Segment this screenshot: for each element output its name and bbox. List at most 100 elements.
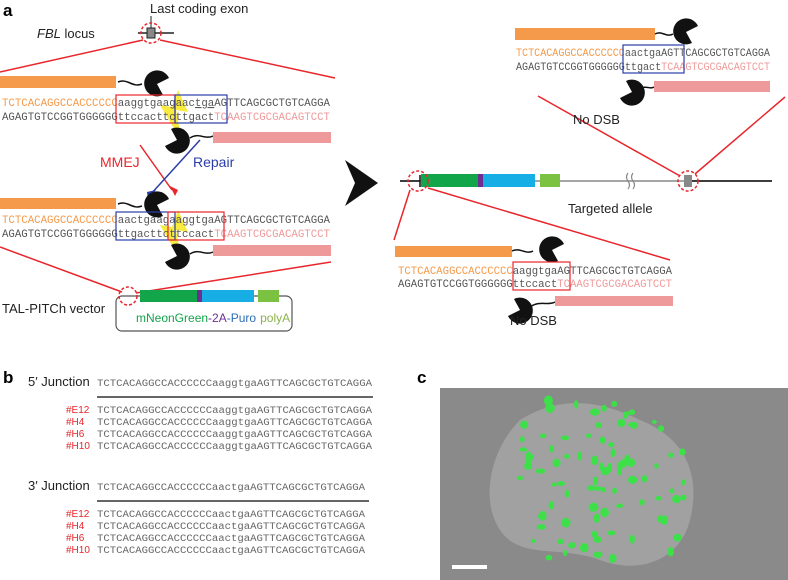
transition-arrow-icon xyxy=(345,160,378,206)
zoom-line xyxy=(0,246,123,293)
sequence-segment: TCTCACAGGCCACCCCCC xyxy=(516,48,625,60)
exon-box xyxy=(684,175,692,187)
sequence-top-strand: TCTCACAGGCCACCCCCCaaggtgaagaactgaAGTTCAG… xyxy=(2,98,330,110)
sequence-top-strand: TCTCACAGGCCACCCCCCaactgaagaaggtgaAGTTCAG… xyxy=(2,215,330,227)
fluorescent-dot xyxy=(669,488,675,494)
fluorescent-dot xyxy=(658,425,665,432)
fluorescent-dot xyxy=(654,496,663,501)
fluorescent-dot xyxy=(551,482,557,487)
fluorescent-dot xyxy=(520,420,529,429)
puro-segment xyxy=(483,174,535,187)
sequence-segment: TCTCACAGGCCACCCCCC xyxy=(398,266,513,278)
fluorescent-dot xyxy=(651,419,657,424)
right-arm-bar xyxy=(555,296,673,306)
talen-icon xyxy=(165,127,190,154)
vector-zoom-circle xyxy=(118,286,138,306)
left-arm-bar xyxy=(395,246,512,257)
targeted-allele-label: Targeted allele xyxy=(568,201,653,216)
talen-icon xyxy=(144,191,169,218)
zoom-circle-5prime xyxy=(407,170,429,192)
puro-segment xyxy=(202,290,254,302)
talen-linker xyxy=(117,80,143,86)
talen-linker xyxy=(529,301,556,308)
fluorescent-dot xyxy=(600,466,611,476)
locus-label: FBL locus xyxy=(37,26,95,41)
fluorescent-dot xyxy=(672,494,681,504)
sequence-segment: AGAGTGTCCGGTGGGGGG xyxy=(2,229,118,241)
talen-linker xyxy=(511,249,534,253)
panel-c-label: c xyxy=(417,368,426,387)
sequence-bottom-strand: AGAGTGTCCGGTGGGGGGttgactTCAAGTCGCGACAGTC… xyxy=(516,62,770,74)
fluorescent-dot xyxy=(617,465,622,476)
fluorescent-dot xyxy=(680,494,687,501)
zoom-circle-3prime xyxy=(677,170,699,192)
sequence-top-strand: TCTCACAGGCCACCCCCCaaggtgaAGTTCAGCGCTGTCA… xyxy=(398,266,672,278)
zoom-line xyxy=(537,95,681,177)
sequence-segment: aaggtgaAGTTCAGCGCTGTCAGGA xyxy=(513,266,673,278)
p2a-segment xyxy=(478,174,483,187)
repair-label: Repair xyxy=(193,154,235,170)
fluorescent-dot xyxy=(591,530,598,538)
microhomology-box-red xyxy=(512,261,571,291)
fluorescent-dot xyxy=(519,436,525,443)
sequence-segment: AGAGTGTCCGGTGGGGGG xyxy=(516,62,625,74)
dsb-lightning-icon xyxy=(160,90,188,142)
clone-id: #H10 xyxy=(66,441,90,452)
talen-icon xyxy=(620,79,645,106)
fluorescent-dot xyxy=(535,468,546,474)
left-arm-bar xyxy=(0,76,116,88)
sequence-bottom-strand: AGAGTGTCCGGTGGGGGGttgacttcttccactTCAAGTC… xyxy=(2,229,330,241)
exon-box xyxy=(146,27,156,39)
fluorescent-dot xyxy=(654,463,659,469)
mneongreen-segment xyxy=(140,290,197,302)
mneongreen-segment xyxy=(421,174,478,187)
fluorescent-dot xyxy=(563,453,570,459)
p2a-segment xyxy=(197,290,202,302)
repair-arrow-line xyxy=(149,139,201,196)
clone-id: #H6 xyxy=(66,429,85,440)
vector-label: TAL-PITCh vector xyxy=(2,301,106,316)
talen-linker xyxy=(189,250,214,255)
sequence-segment: TCTCACAGGCCACCCCCC xyxy=(2,215,118,227)
sequence-segment: ttgact xyxy=(625,62,661,74)
fluorescent-dot xyxy=(673,533,682,542)
zoom-line xyxy=(694,96,786,175)
fluorescent-dot xyxy=(627,422,637,428)
fluorescent-dot xyxy=(616,503,624,509)
fluorescent-dot xyxy=(539,433,547,439)
sequence-segment: ttccacttcttgact xyxy=(118,112,214,124)
talen-body xyxy=(673,18,698,45)
fluorescent-dot xyxy=(524,462,533,470)
fluorescent-dot xyxy=(608,441,615,448)
microhomology-box-blue xyxy=(622,44,685,74)
fluorescent-dot xyxy=(577,451,583,461)
fluorescent-dot xyxy=(561,517,571,528)
fluorescent-dot xyxy=(589,408,600,416)
fluorescent-dot xyxy=(557,480,565,487)
panel-b-label: b xyxy=(3,368,13,387)
fluorescent-dot xyxy=(568,542,576,549)
fluorescent-dot xyxy=(606,530,616,536)
clone-id: #E12 xyxy=(66,509,90,520)
panel-a-label: a xyxy=(3,1,13,20)
microhomology-box-blue xyxy=(174,94,228,124)
fluorescent-dot xyxy=(563,549,568,557)
clone-id: #H4 xyxy=(66,417,85,428)
talen-body xyxy=(508,297,533,324)
zoom-line xyxy=(393,189,411,241)
fluorescent-dot xyxy=(600,507,609,518)
reference-sequence: TCTCACAGGCCACCCCCCaaggtgaAGTTCAGCGCTGTCA… xyxy=(97,379,372,390)
clone-sequence: TCTCACAGGCCACCCCCCaaggtgaAGTTCAGCGCTGTCA… xyxy=(97,406,372,417)
line-break-icon xyxy=(625,172,636,190)
sequence-segment: TCAAGTCGCGACAGTCCT xyxy=(214,112,330,124)
fluorescent-dot xyxy=(608,553,617,563)
right-arm-bar xyxy=(213,245,331,256)
zoom-line xyxy=(135,261,332,294)
sequence-segment: aactgaAGTTCAGCGCTGTCAGGA xyxy=(625,48,770,60)
fluorescent-dot xyxy=(660,515,668,525)
microhomology-box-blue xyxy=(115,211,176,241)
fluorescent-dot xyxy=(560,435,570,441)
sequence-bottom-strand: AGAGTGTCCGGTGGGGGGttccactTCAAGTCGCGACAGT… xyxy=(398,279,672,291)
reference-sequence: TCTCACAGGCCACCCCCCaactgaAGTTCAGCGCTGTCAG… xyxy=(97,483,365,494)
